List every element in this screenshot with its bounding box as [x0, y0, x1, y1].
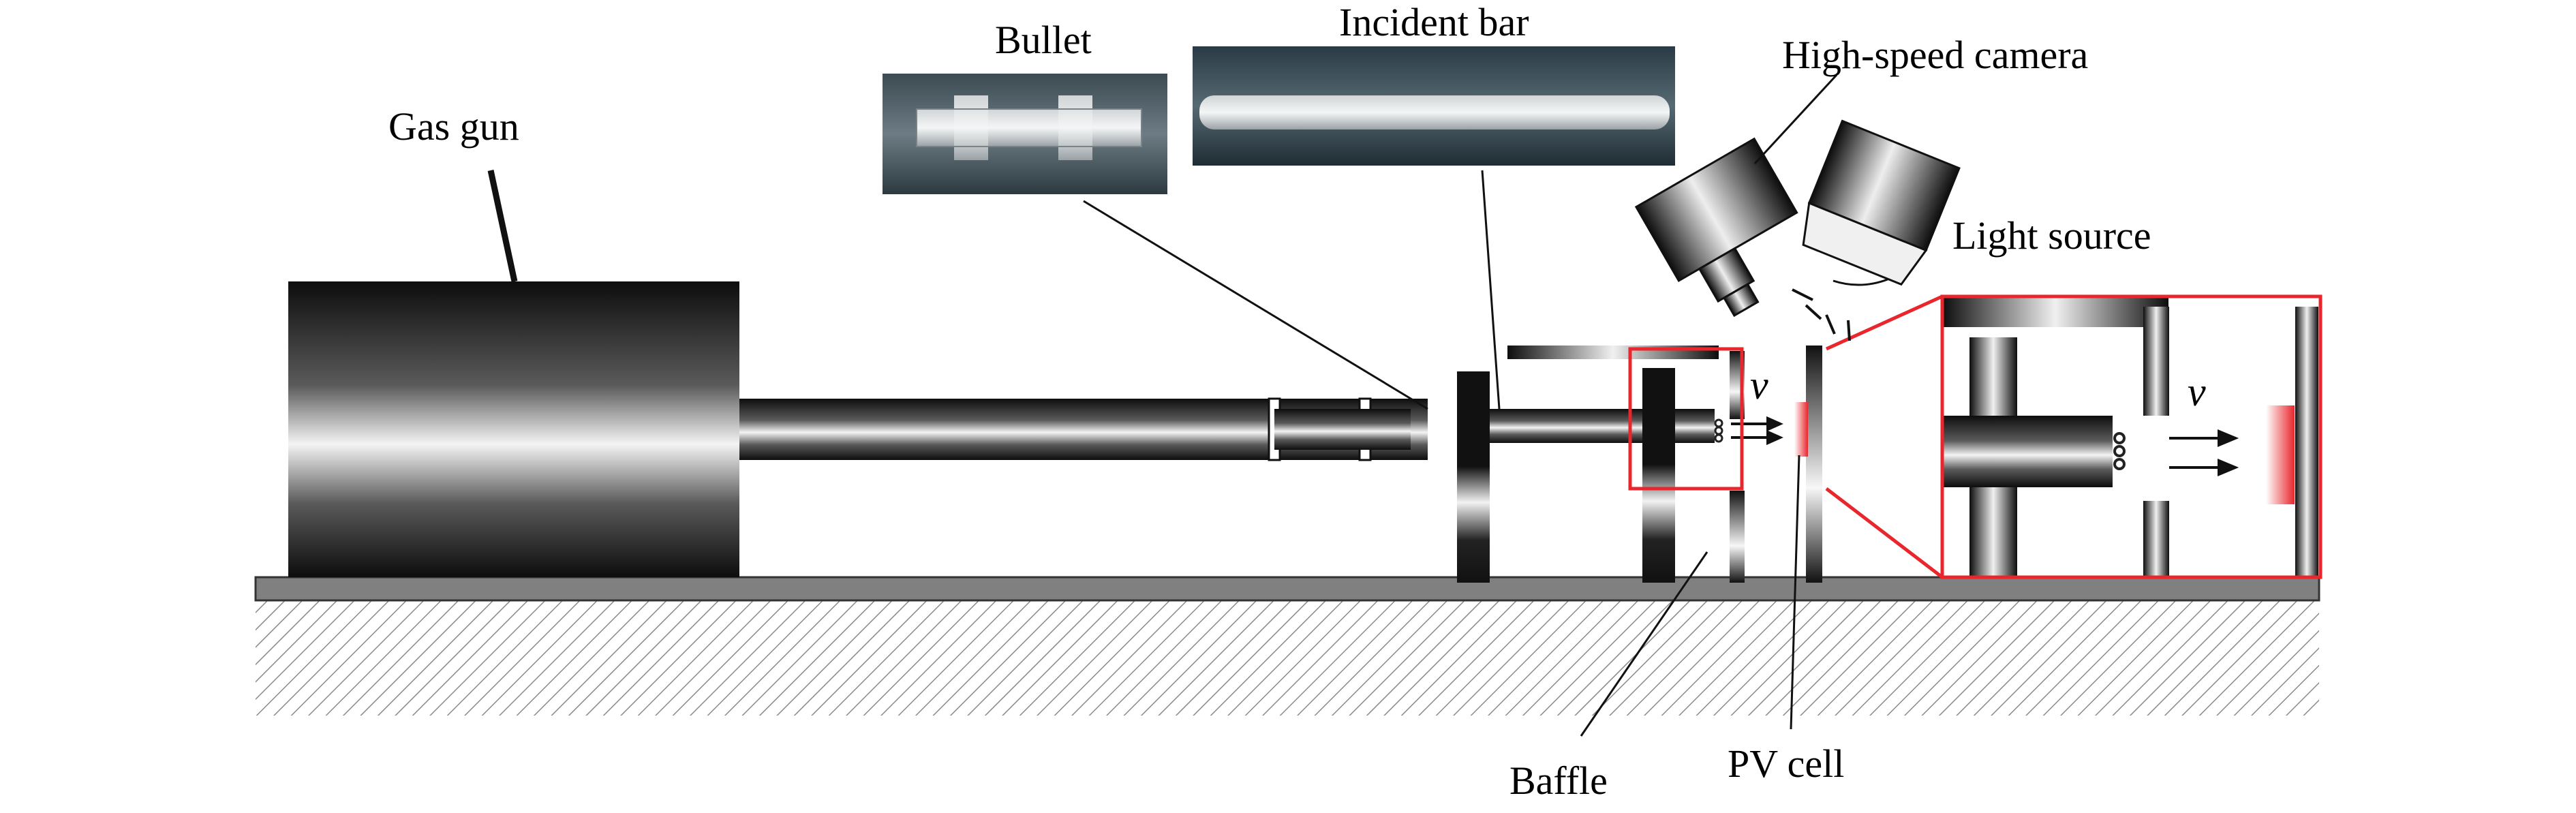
incident-bar-label: Incident bar	[1339, 0, 1529, 44]
ground-hatching	[256, 600, 2319, 716]
zoom-pv-cell	[2266, 405, 2295, 504]
bullet-photo	[883, 74, 1167, 194]
baffle-lower	[1730, 491, 1745, 583]
bullet-leader	[1083, 200, 1428, 410]
zoom-incident-bar	[1942, 416, 2113, 487]
zoom-target-wall	[2295, 307, 2318, 577]
camera-leader	[1753, 74, 1838, 165]
baffle-leader	[1580, 551, 1708, 737]
zoom-velocity-label: v	[2188, 369, 2206, 414]
zoomed-view: v	[1940, 294, 2322, 579]
zoom-top-bar	[1942, 296, 2168, 327]
bullet-in-barrel	[1268, 397, 1411, 461]
leader-lines	[487, 74, 1838, 737]
pv-cell-label: PV cell	[1728, 741, 1844, 786]
zoom-particles	[2113, 432, 2126, 470]
support-plate-2	[1642, 368, 1675, 583]
gas-gun-leader	[487, 170, 518, 282]
velocity-arrows	[1731, 416, 1783, 446]
baffle-label: Baffle	[1509, 758, 1608, 803]
support-plate-1	[1457, 371, 1490, 583]
highlight-box	[1628, 347, 1744, 491]
high-speed-camera-label: High-speed camera	[1782, 33, 2088, 77]
light-source	[1792, 119, 1961, 341]
light-source-label: Light source	[1952, 213, 2151, 258]
bullet-label: Bullet	[995, 18, 1092, 62]
gas-gun-body	[288, 281, 739, 577]
incident-bar	[1490, 409, 1715, 443]
particles	[1714, 418, 1723, 443]
gas-gun-label: Gas gun	[388, 104, 519, 149]
pv-cell-leader	[1790, 455, 1800, 730]
pv-cell	[1794, 402, 1808, 457]
zoom-connector-top	[1825, 294, 1944, 351]
base-rail	[254, 576, 2320, 602]
incident-bar-photo	[1193, 46, 1675, 166]
zoom-baffle-upper	[2143, 307, 2169, 416]
zoom-connector-bottom	[1825, 487, 1944, 579]
zoom-velocity-arrows	[2169, 429, 2239, 476]
incident-bar-leader	[1481, 170, 1501, 410]
velocity-label: v	[1750, 363, 1768, 408]
zoom-baffle-lower	[2143, 501, 2169, 577]
light-rays	[1792, 278, 1888, 341]
high-speed-camera	[1634, 137, 1798, 318]
target-wall	[1806, 346, 1822, 583]
